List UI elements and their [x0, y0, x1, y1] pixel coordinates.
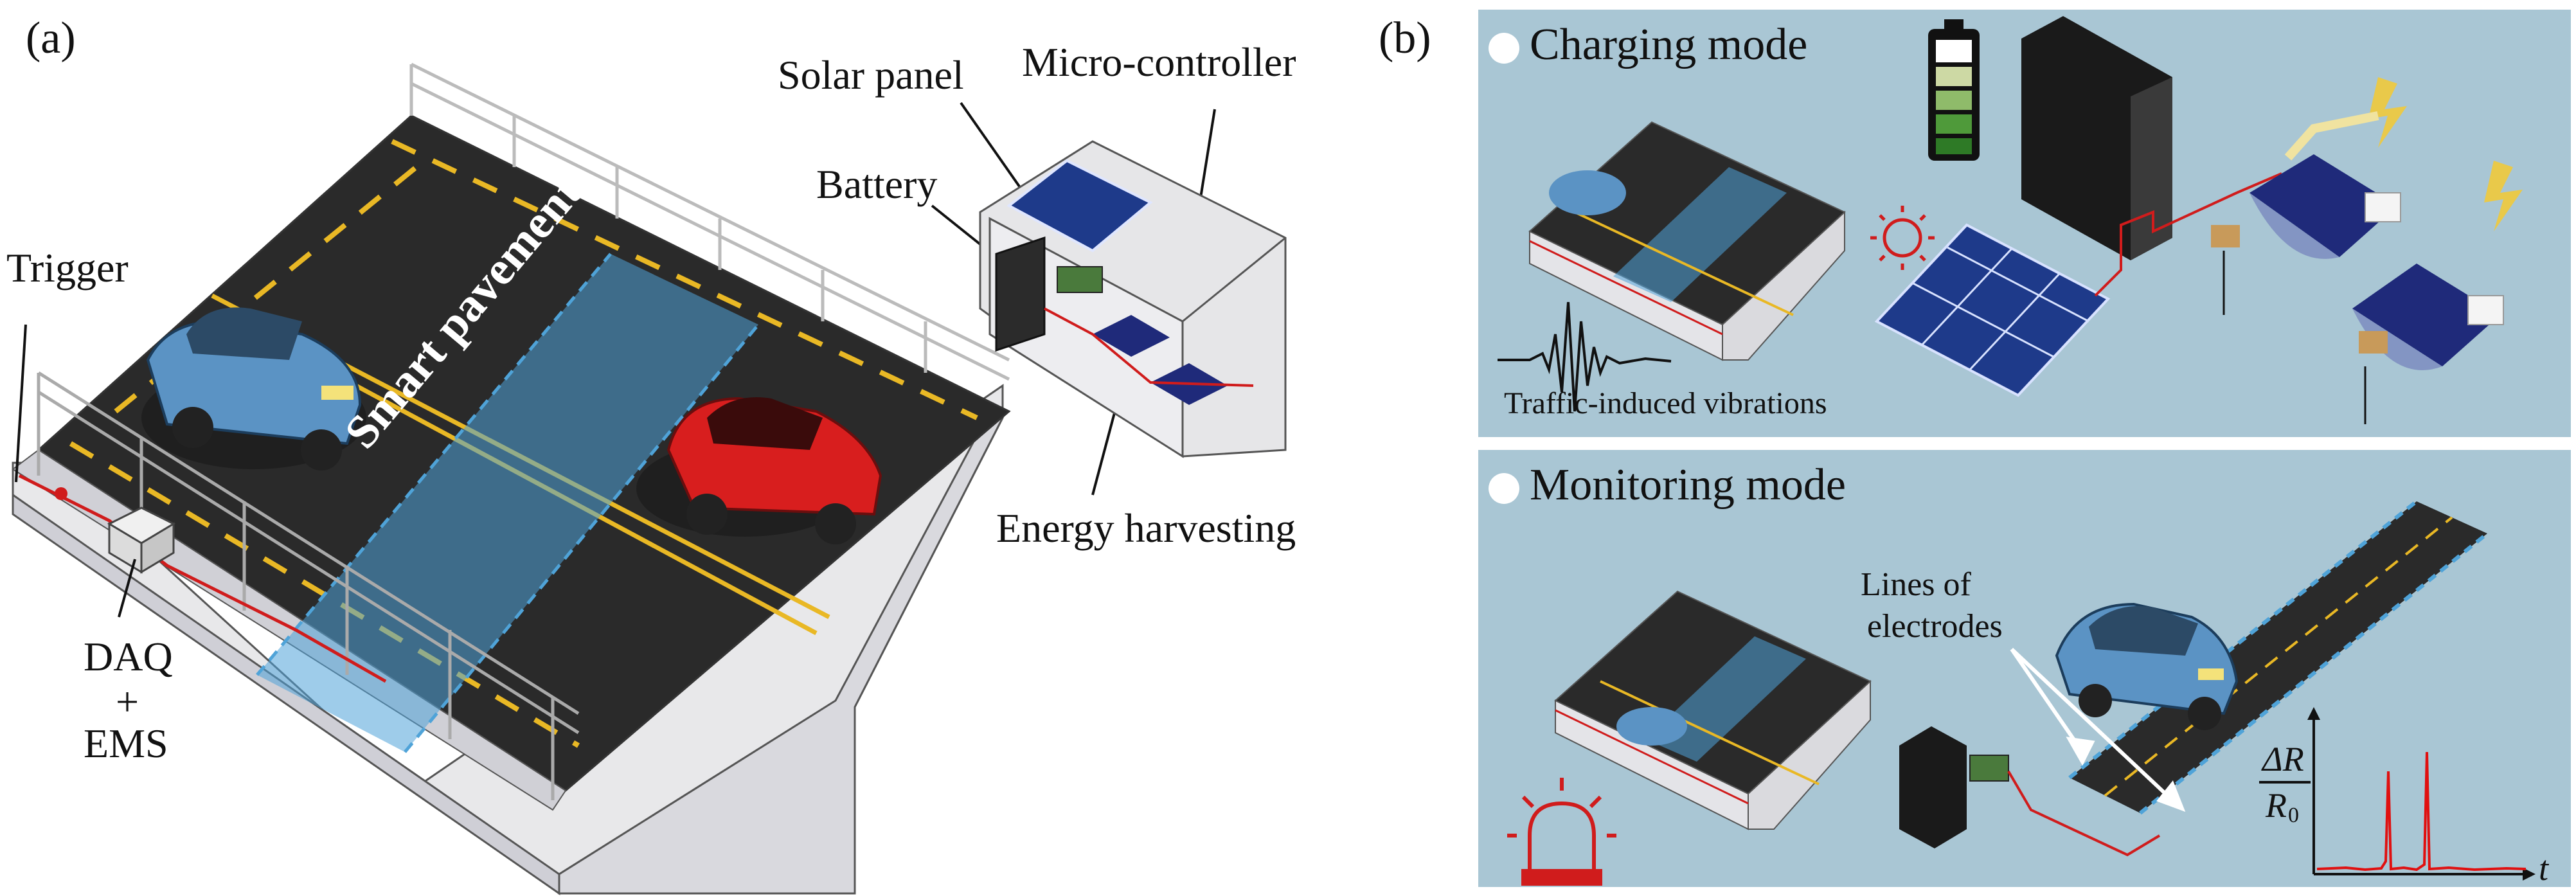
label-battery: Battery — [816, 161, 938, 207]
monitoring-wire — [2007, 770, 2161, 857]
alarm-icon — [1507, 778, 1616, 886]
monitoring-car — [2055, 602, 2239, 730]
label-micro-controller: Micro-controller — [1022, 39, 1296, 85]
charging-solar-panel — [1874, 223, 2111, 397]
vibration-waveform — [1498, 301, 1672, 412]
label-trigger: Trigger — [6, 245, 129, 291]
electrode-arrows — [2010, 647, 2186, 812]
monitoring-mode-title: Monitoring mode — [1530, 460, 1846, 510]
label-energy-harvesting: Energy harvesting — [996, 505, 1296, 551]
trigger-dot — [55, 487, 67, 500]
battery-icon — [1928, 19, 1980, 161]
electrodes-label: electrodes — [1867, 608, 2003, 645]
label-ems: EMS — [84, 721, 168, 766]
charging-mode-title: Charging mode — [1530, 20, 1808, 69]
lane-dash-2 — [391, 139, 978, 420]
signal-trace — [2316, 751, 2527, 872]
charging-harvester-1 — [2211, 154, 2401, 315]
sun-icon — [1870, 206, 1935, 270]
sensor-wire — [18, 474, 387, 683]
daq-box — [107, 506, 176, 574]
enclosure-microcontroller — [1057, 266, 1103, 293]
blue-car — [141, 307, 366, 470]
smart-pavement-band — [257, 254, 758, 752]
signal-y-label-num: ΔR — [2262, 740, 2304, 778]
enclosure-solar-panel — [1006, 159, 1153, 253]
charging-small-bridge — [1528, 121, 1846, 361]
monitoring-bullet — [1489, 473, 1519, 504]
far-railing — [409, 62, 1010, 381]
monitoring-pavement-strip — [2068, 499, 2489, 815]
monitoring-dark-box — [1899, 726, 2009, 848]
monitoring-small-bridge — [1554, 590, 1872, 830]
charging-dark-box — [2021, 16, 2172, 260]
enclosure-harvester-1 — [1093, 315, 1170, 357]
energy-arrow — [2284, 111, 2379, 161]
lightning-bolt-2 — [2484, 161, 2523, 231]
lightning-bolt-1 — [2368, 77, 2407, 148]
signal-y-label-sub: 0 — [2288, 803, 2299, 827]
red-car — [636, 397, 882, 544]
panel-a-letter: (a) — [26, 13, 76, 63]
traffic-vibrations-label: Traffic-induced vibrations — [1504, 386, 1827, 420]
equipment-enclosure — [979, 140, 1287, 458]
smart-band-edge-1 — [256, 253, 612, 676]
charging-wires — [2094, 172, 2282, 297]
lines-of-label: Lines of — [1861, 566, 1971, 603]
label-plus: + — [116, 679, 139, 724]
label-daq: DAQ — [84, 634, 173, 679]
label-solar-panel: Solar panel — [778, 52, 964, 98]
signal-chart — [2307, 707, 2536, 881]
charging-bullet — [1489, 33, 1519, 64]
enclosure-battery — [995, 236, 1046, 352]
signal-x-label: t — [2539, 849, 2549, 888]
signal-y-label-den: R — [2266, 786, 2287, 825]
signal-y-label-bar — [2259, 781, 2311, 784]
charging-harvester-2 — [2352, 264, 2504, 424]
smart-band-edge-2 — [404, 323, 760, 753]
panel-b-letter: (b) — [1379, 13, 1431, 63]
